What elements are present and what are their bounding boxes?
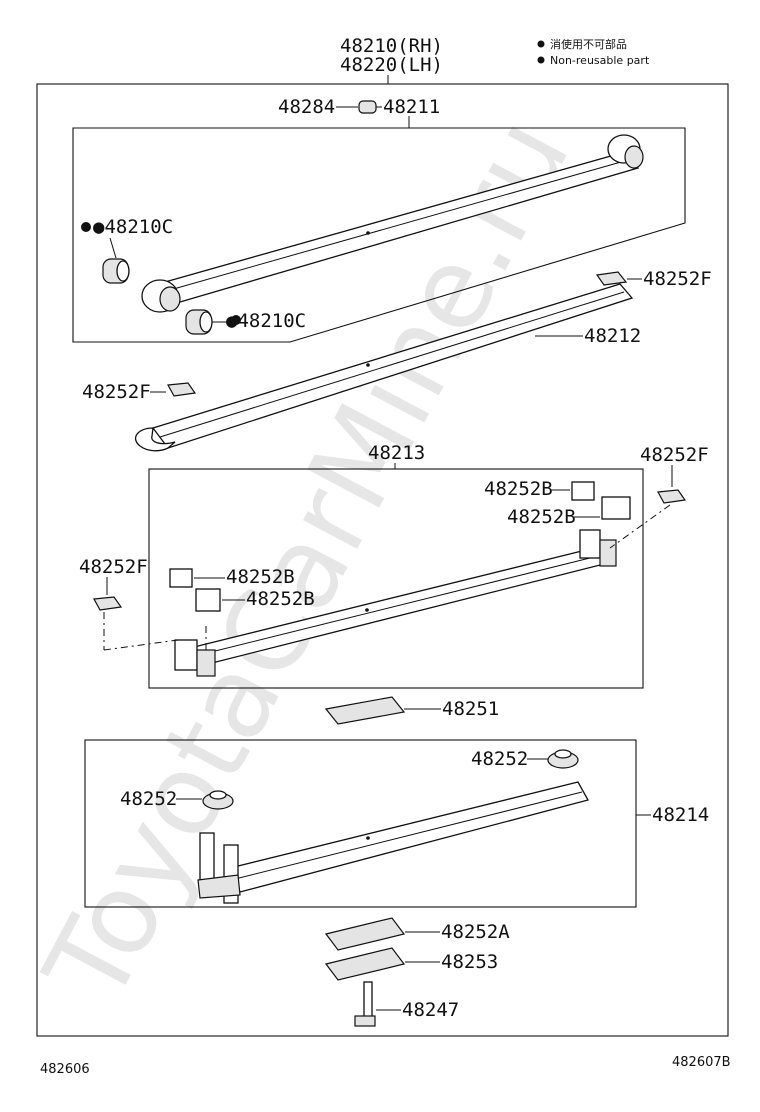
legend-en: Non-reusable part <box>550 54 650 67</box>
pad-48252f-lower-left-part <box>93 596 123 611</box>
legend-jp: 消使用不可部品 <box>550 37 627 51</box>
clip-48252b-lower-a-part <box>169 568 193 588</box>
label-48252b-lower-b: 48252B <box>246 588 315 610</box>
non-reusable-dot-icon <box>537 40 545 48</box>
clip-left-part <box>174 639 198 671</box>
bushing-48284-part <box>358 100 377 114</box>
label-48252-right: 48252 <box>471 748 528 770</box>
assembly-frame <box>36 83 729 1037</box>
label-48211: 48211 <box>383 96 440 118</box>
label-48253: 48253 <box>441 951 498 973</box>
label-48252b-upper-a: 48252B <box>484 478 553 500</box>
label-48252f-left: 48252F <box>82 381 151 403</box>
title-lh: 48220(LH) <box>340 54 443 76</box>
footer-code-left: 482606 <box>40 1062 90 1077</box>
label-48212: 48212 <box>584 325 641 347</box>
label-48213: 48213 <box>368 442 425 464</box>
non-reusable-dot-icon <box>537 56 545 64</box>
label-48252f-right: 48252F <box>640 444 709 466</box>
plate-48253-part <box>324 947 406 981</box>
label-48252b-upper-b: 48252B <box>507 506 576 528</box>
group-frame-48213 <box>148 468 644 689</box>
pad-48252f-upper-part <box>595 271 628 286</box>
label-48210c-lower: ●48210C <box>226 310 306 332</box>
label-48252a: 48252A <box>441 921 510 943</box>
plate-48252a-part <box>324 917 406 951</box>
non-reusable-dot-icon <box>231 315 241 325</box>
group-frame-48211 <box>72 127 686 343</box>
pad-48252f-right-part <box>657 489 687 504</box>
leaf-spring-48214-part <box>229 781 589 893</box>
label-48251: 48251 <box>442 698 499 720</box>
label-48284: 48284 <box>278 96 335 118</box>
group-frame-48214 <box>84 739 637 908</box>
label-48247: 48247 <box>402 999 459 1021</box>
leaf-spring-48212-hook-part <box>135 427 176 452</box>
bolt-48247-part <box>363 981 373 1019</box>
non-reusable-dot-icon <box>81 222 91 232</box>
plate-48251-part <box>324 696 406 725</box>
label-48252f-upper: 48252F <box>643 268 712 290</box>
label-48210c-upper: ●48210C <box>93 216 173 238</box>
clip-48252b-upper-a-part <box>571 481 595 501</box>
clip-48252b-lower-b-part <box>195 588 221 612</box>
leaf-spring-48212-part <box>151 283 634 449</box>
label-48252f-lower-left: 48252F <box>79 556 148 578</box>
title-rh: 48210(RH) <box>340 35 443 57</box>
label-48252b-lower-a: 48252B <box>226 566 295 588</box>
footer-code-right: 482607B <box>672 1055 731 1070</box>
clip-48252b-upper-b-part <box>601 496 631 520</box>
label-48214: 48214 <box>652 804 709 826</box>
pad-48252f-left-part <box>167 382 197 397</box>
clip-right-part <box>579 529 601 559</box>
label-48252-left: 48252 <box>120 788 177 810</box>
